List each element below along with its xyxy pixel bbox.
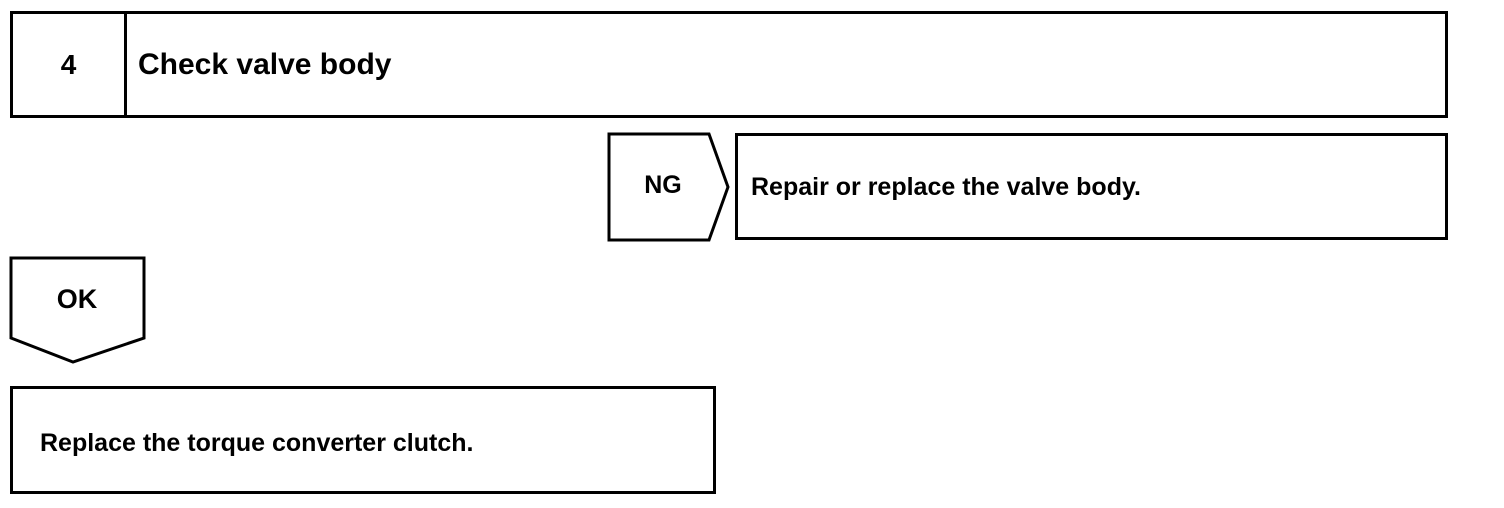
step-header-box: 4 Check valve body [10,11,1448,118]
ng-result-text: Repair or replace the valve body. [751,173,1141,201]
ok-result-text: Replace the torque converter clutch. [40,429,474,457]
ng-label: NG [644,171,682,199]
step-divider [124,14,127,115]
ok-result-box: Replace the torque converter clutch. [10,386,716,494]
ok-label: OK [56,284,98,314]
ng-result-box: Repair or replace the valve body. [735,133,1448,240]
step-number: 4 [60,49,77,80]
step-title: Check valve body [138,48,392,81]
